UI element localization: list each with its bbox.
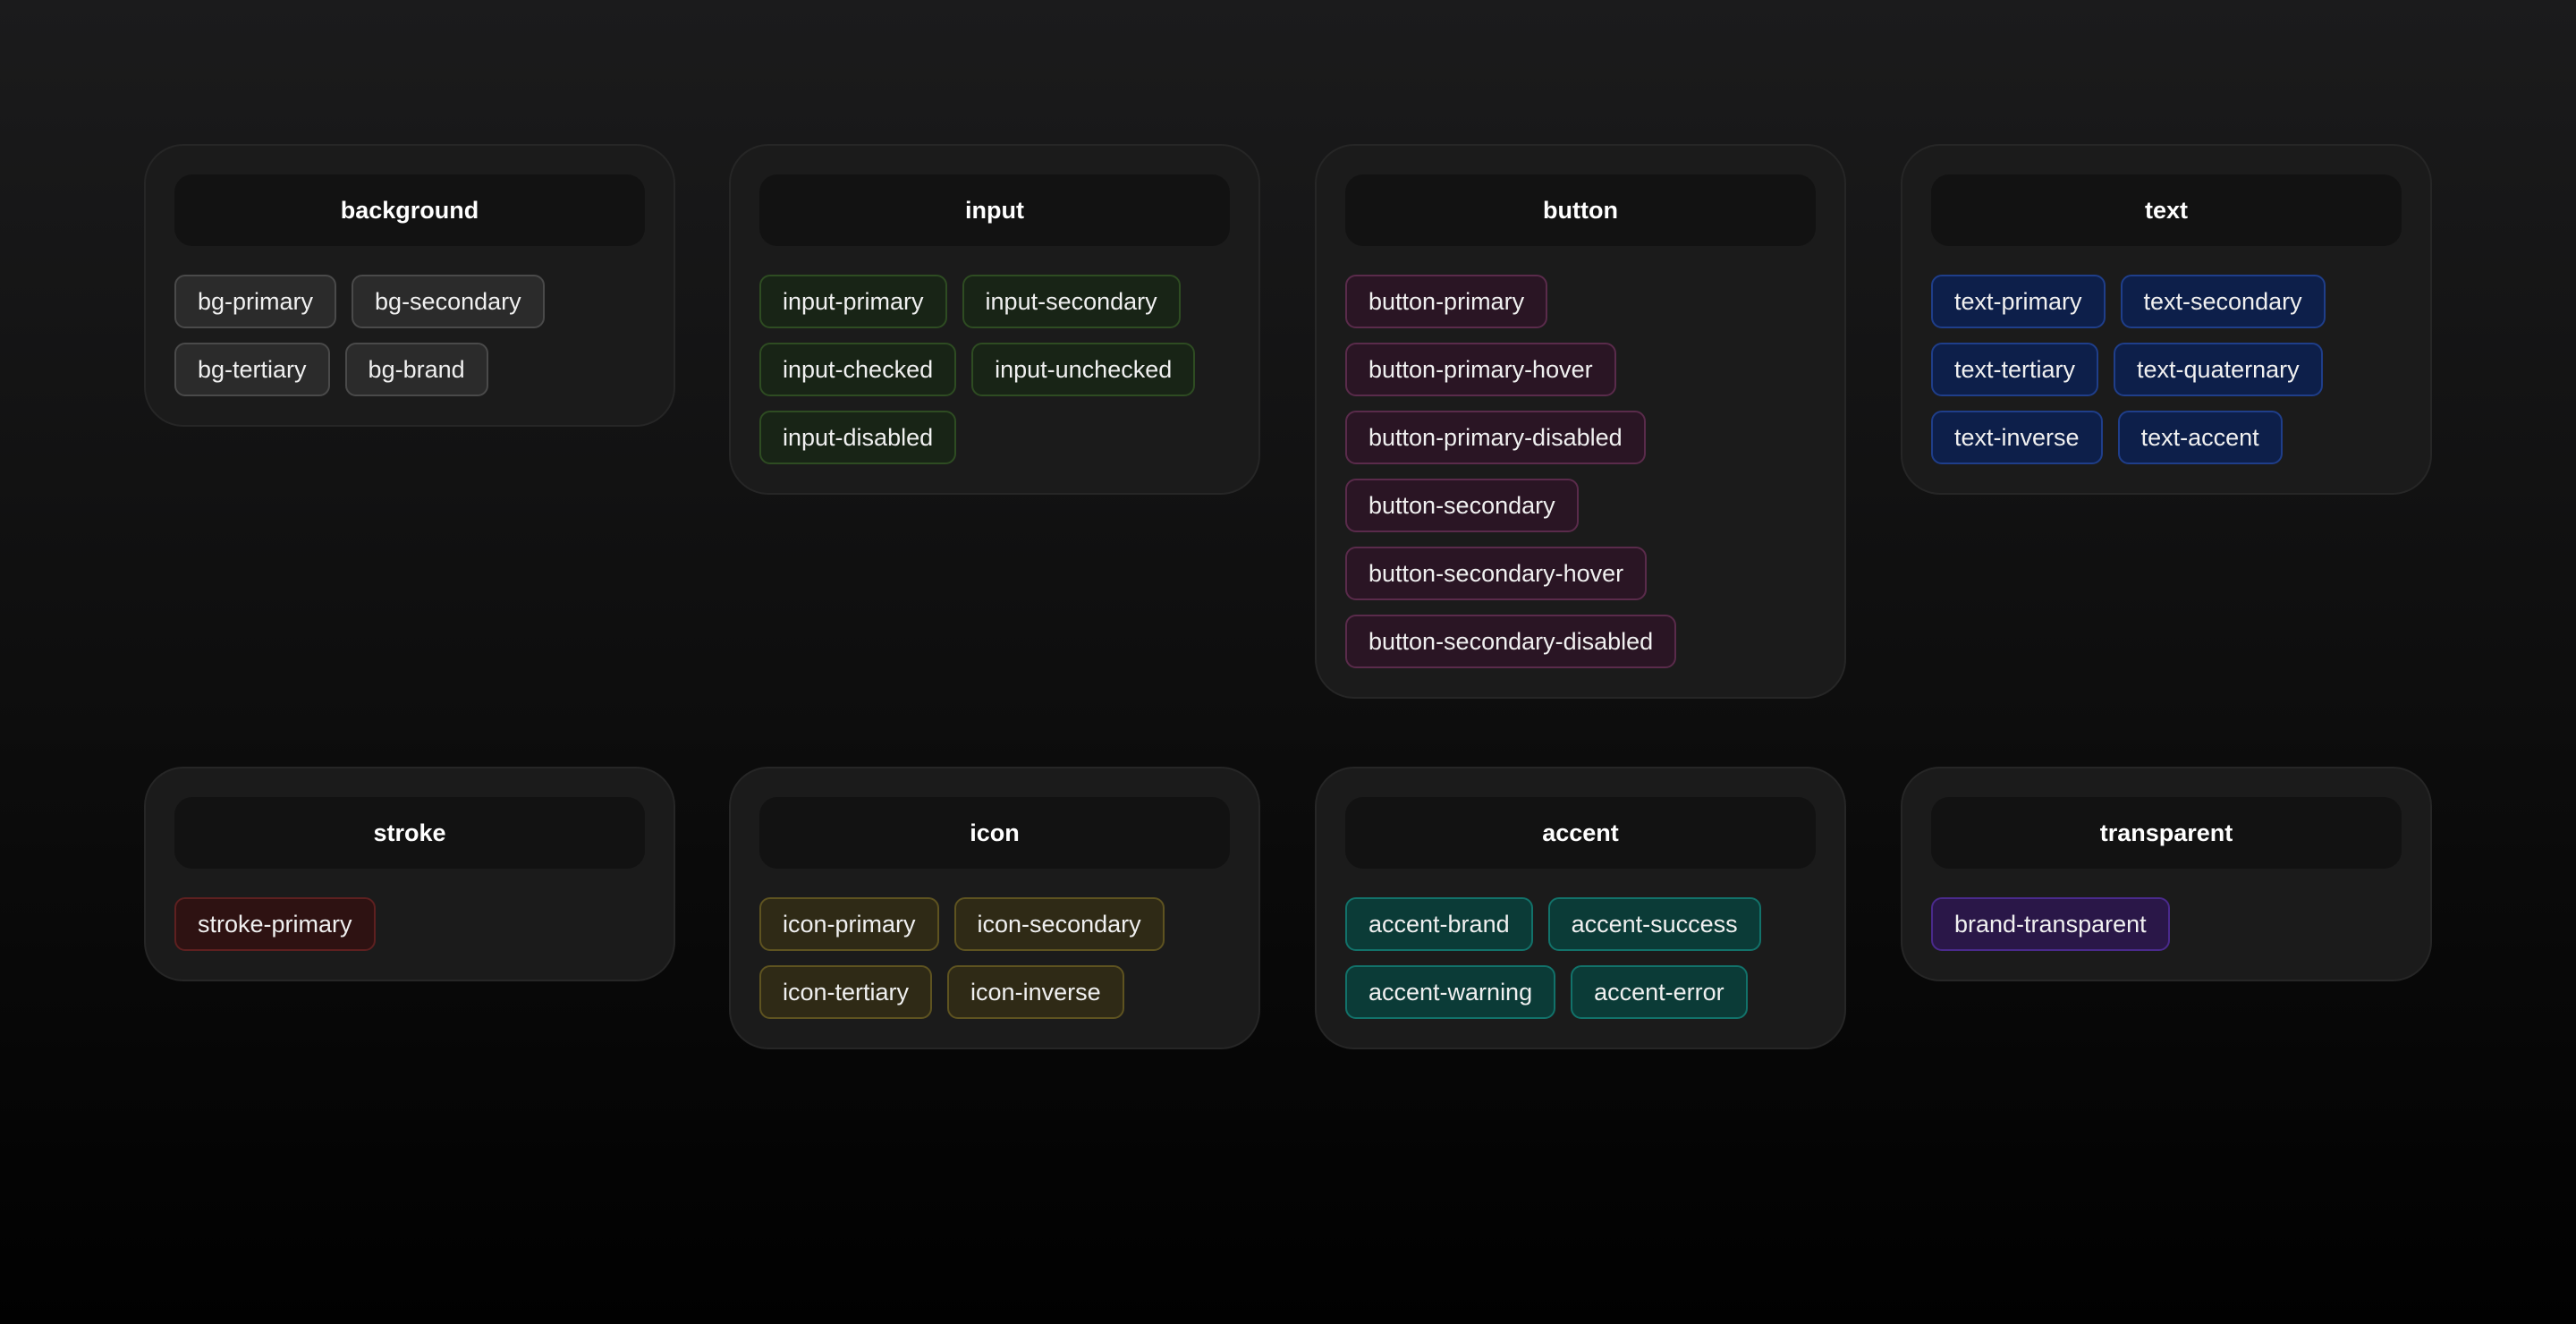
card-title: background: [174, 174, 645, 246]
token-chip[interactable]: text-secondary: [2120, 275, 2326, 328]
token-chip[interactable]: accent-error: [1571, 965, 1748, 1019]
token-chip[interactable]: text-tertiary: [1931, 343, 2099, 396]
token-chip[interactable]: text-inverse: [1931, 411, 2103, 464]
token-chip[interactable]: accent-brand: [1345, 897, 1533, 951]
token-chip[interactable]: icon-inverse: [947, 965, 1124, 1019]
token-chip[interactable]: input-checked: [759, 343, 957, 396]
token-chip[interactable]: button-primary-disabled: [1345, 411, 1646, 464]
card-transparent: transparent brand-transparent: [1901, 767, 2432, 981]
card-title: text: [1931, 174, 2402, 246]
token-list: bg-primary bg-secondary bg-tertiary bg-b…: [174, 275, 645, 396]
card-title: input: [759, 174, 1230, 246]
token-chip[interactable]: button-primary: [1345, 275, 1548, 328]
token-chip[interactable]: icon-secondary: [953, 897, 1165, 951]
card-stroke: stroke stroke-primary: [144, 767, 675, 981]
card-text: text text-primary text-secondary text-te…: [1901, 144, 2432, 495]
token-list: button-primary button-primary-hover butt…: [1345, 275, 1816, 668]
card-title: transparent: [1931, 797, 2402, 869]
token-chip[interactable]: icon-primary: [759, 897, 939, 951]
token-chip[interactable]: accent-warning: [1345, 965, 1556, 1019]
token-chip[interactable]: button-secondary: [1345, 479, 1579, 532]
token-chip[interactable]: icon-tertiary: [759, 965, 933, 1019]
token-chip[interactable]: brand-transparent: [1931, 897, 2170, 951]
token-list: icon-primary icon-secondary icon-tertiar…: [759, 897, 1230, 1019]
card-title: icon: [759, 797, 1230, 869]
token-chip[interactable]: accent-success: [1547, 897, 1761, 951]
card-accent: accent accent-brand accent-success accen…: [1315, 767, 1846, 1049]
token-chip[interactable]: text-quaternary: [2114, 343, 2323, 396]
token-chip[interactable]: bg-tertiary: [174, 343, 330, 396]
token-chip[interactable]: input-primary: [759, 275, 947, 328]
token-list: input-primary input-secondary input-chec…: [759, 275, 1230, 464]
token-list: text-primary text-secondary text-tertiar…: [1931, 275, 2402, 464]
card-title: stroke: [174, 797, 645, 869]
token-chip[interactable]: stroke-primary: [174, 897, 376, 951]
token-chip[interactable]: bg-primary: [174, 275, 337, 328]
token-chip[interactable]: button-secondary-hover: [1345, 547, 1648, 600]
token-chip[interactable]: button-secondary-disabled: [1345, 615, 1677, 668]
token-chip[interactable]: bg-secondary: [352, 275, 545, 328]
card-background: background bg-primary bg-secondary bg-te…: [144, 144, 675, 427]
token-list: brand-transparent: [1931, 897, 2402, 951]
token-list: accent-brand accent-success accent-warni…: [1345, 897, 1816, 1019]
token-chip[interactable]: bg-brand: [344, 343, 488, 396]
token-chip[interactable]: input-secondary: [962, 275, 1181, 328]
card-input: input input-primary input-secondary inpu…: [729, 144, 1260, 495]
card-title: button: [1345, 174, 1816, 246]
token-chip[interactable]: input-unchecked: [971, 343, 1196, 396]
token-chip[interactable]: input-disabled: [759, 411, 957, 464]
card-button: button button-primary button-primary-hov…: [1315, 144, 1846, 699]
card-title: accent: [1345, 797, 1816, 869]
token-chip[interactable]: button-primary-hover: [1345, 343, 1616, 396]
token-chip[interactable]: text-accent: [2117, 411, 2283, 464]
token-list: stroke-primary: [174, 897, 645, 951]
token-chip[interactable]: text-primary: [1931, 275, 2106, 328]
card-icon: icon icon-primary icon-secondary icon-te…: [729, 767, 1260, 1049]
